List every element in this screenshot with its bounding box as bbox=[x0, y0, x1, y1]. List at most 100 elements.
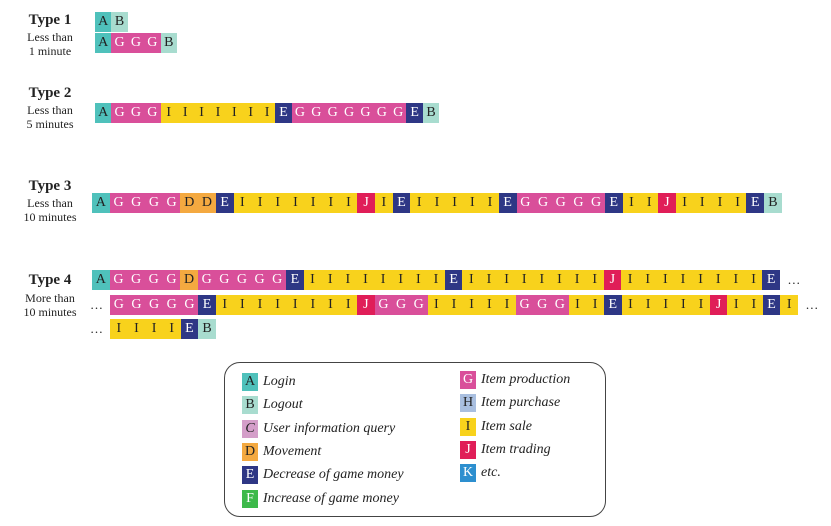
action-cell-G: G bbox=[162, 295, 181, 315]
action-cell-I: I bbox=[286, 295, 305, 315]
action-cell-I: I bbox=[338, 270, 357, 290]
action-cell-I: I bbox=[480, 295, 499, 315]
action-cell-B: B bbox=[111, 12, 128, 32]
action-cell-I: I bbox=[462, 270, 481, 290]
action-cell-G: G bbox=[145, 295, 163, 315]
action-cell-G: G bbox=[534, 193, 552, 213]
action-cell-I: I bbox=[640, 193, 658, 213]
action-cell-G: G bbox=[551, 295, 569, 315]
action-cell-I: I bbox=[728, 193, 747, 213]
action-cell-I: I bbox=[339, 295, 357, 315]
legend-swatch: A bbox=[242, 373, 258, 391]
action-cell-I: I bbox=[268, 193, 287, 213]
action-cell-I: I bbox=[674, 295, 693, 315]
action-cell-E: E bbox=[198, 295, 216, 315]
action-cell-G: G bbox=[215, 270, 234, 290]
action-cell-I: I bbox=[744, 270, 763, 290]
action-cell-I: I bbox=[568, 270, 586, 290]
action-cell-D: D bbox=[180, 270, 198, 290]
action-cell-I: I bbox=[428, 193, 446, 213]
type-duration-label: More than bbox=[25, 291, 75, 305]
row-continuation-prefix: … bbox=[90, 297, 103, 312]
action-cell-E: E bbox=[604, 193, 623, 213]
action-cell-A: A bbox=[95, 12, 112, 32]
type-title: Type 4 bbox=[28, 272, 72, 288]
legend-label: Logout bbox=[263, 397, 303, 413]
action-cell-I: I bbox=[374, 270, 392, 290]
action-cell-G: G bbox=[392, 295, 410, 315]
action-cell-I: I bbox=[286, 193, 305, 213]
action-cell-J: J bbox=[658, 193, 676, 213]
action-cell-I: I bbox=[321, 295, 340, 315]
action-cell-G: G bbox=[127, 33, 145, 53]
type-duration-label: 10 minutes bbox=[23, 210, 77, 224]
action-cell-G: G bbox=[233, 270, 251, 290]
legend-swatch: F bbox=[242, 489, 258, 508]
action-cell-I: I bbox=[533, 270, 551, 290]
legend-label: Movement bbox=[263, 443, 322, 459]
action-cell-I: I bbox=[780, 295, 798, 315]
action-cell-A: A bbox=[92, 193, 110, 213]
type-duration-label: 5 minutes bbox=[26, 117, 74, 131]
action-cell-I: I bbox=[162, 319, 181, 339]
action-cell-I: I bbox=[622, 193, 641, 213]
action-cell-G: G bbox=[409, 295, 428, 315]
action-cell-G: G bbox=[145, 193, 163, 213]
action-cell-B: B bbox=[198, 319, 216, 339]
action-cell-I: I bbox=[258, 103, 276, 123]
action-cell-I: I bbox=[693, 193, 712, 213]
type-duration-label: Less than bbox=[27, 30, 73, 44]
action-cell-E: E bbox=[275, 103, 292, 123]
action-cell-J: J bbox=[709, 295, 728, 315]
legend-swatch: E bbox=[242, 466, 258, 485]
legend-swatch: B bbox=[242, 396, 258, 415]
action-cell-A: A bbox=[95, 103, 112, 123]
legend-label: Item purchase bbox=[481, 395, 561, 411]
action-cell-I: I bbox=[145, 319, 163, 339]
action-cell-G: G bbox=[127, 103, 145, 123]
action-cell-I: I bbox=[656, 295, 675, 315]
action-cell-I: I bbox=[692, 295, 710, 315]
type-title: Type 1 bbox=[28, 12, 72, 28]
action-cell-I: I bbox=[638, 270, 657, 290]
action-cell-I: I bbox=[621, 270, 639, 290]
action-cell-G: G bbox=[390, 103, 407, 123]
legend-label: etc. bbox=[481, 465, 501, 481]
action-cell-E: E bbox=[406, 103, 423, 123]
action-cell-I: I bbox=[127, 319, 146, 339]
action-cell-G: G bbox=[109, 270, 128, 290]
action-cell-I: I bbox=[639, 295, 657, 315]
action-cell-G: G bbox=[373, 103, 391, 123]
action-cell-E: E bbox=[762, 270, 780, 290]
action-cell-I: I bbox=[356, 270, 375, 290]
action-cell-E: E bbox=[392, 193, 411, 213]
action-cell-G: G bbox=[374, 295, 393, 315]
action-cell-I: I bbox=[110, 319, 128, 339]
legend-label: Increase of game money bbox=[263, 490, 399, 506]
action-cell-I: I bbox=[251, 295, 269, 315]
action-cell-I: I bbox=[550, 270, 569, 290]
action-cell-G: G bbox=[250, 270, 269, 290]
action-cell-I: I bbox=[709, 270, 728, 290]
action-cell-I: I bbox=[711, 193, 729, 213]
action-cell-I: I bbox=[209, 103, 227, 123]
action-cell-I: I bbox=[691, 270, 710, 290]
action-cell-I: I bbox=[233, 295, 252, 315]
action-cell-I: I bbox=[339, 193, 358, 213]
action-cell-G: G bbox=[197, 270, 216, 290]
action-cell-G: G bbox=[324, 103, 341, 123]
type-duration-label: Less than bbox=[27, 103, 73, 117]
legend-label: Item trading bbox=[481, 441, 551, 457]
type-title: Type 3 bbox=[28, 178, 72, 194]
row-continuation-suffix: … bbox=[787, 272, 801, 287]
action-cell-I: I bbox=[481, 193, 499, 213]
action-cell-G: G bbox=[587, 193, 605, 213]
